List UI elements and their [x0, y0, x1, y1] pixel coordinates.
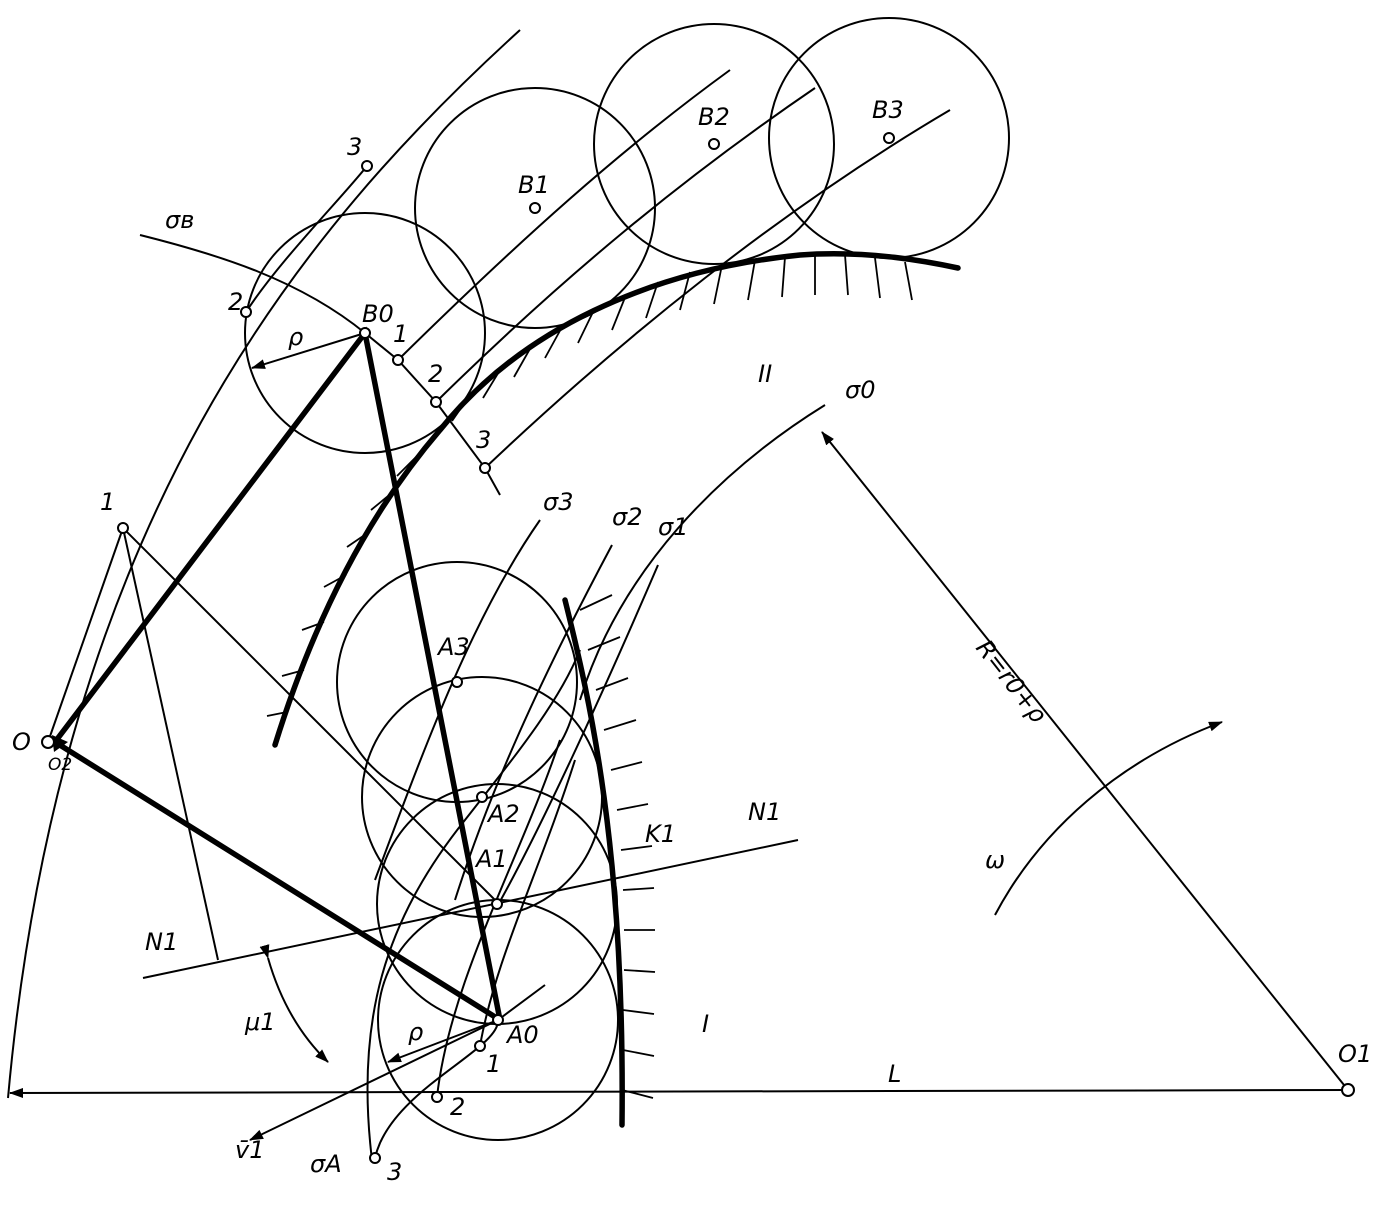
hatching-II	[266, 254, 913, 717]
hatching-I	[579, 594, 656, 1099]
label-sigma-1: σ1	[658, 513, 688, 541]
label-B2: B2	[698, 103, 730, 131]
omega-arc	[994, 721, 1223, 916]
point-a-3	[369, 1152, 381, 1164]
a-track-2	[436, 739, 561, 1098]
surface-II	[272, 251, 961, 748]
label-B0: B0	[362, 300, 394, 328]
surface-I	[562, 597, 625, 1128]
sigma-3-curve	[374, 519, 541, 881]
velocity-ext	[497, 984, 546, 1021]
rho-arrow-top	[251, 332, 366, 369]
sigma-0-arc	[579, 404, 826, 701]
normal-line-N1	[142, 839, 799, 979]
pivot-mark-O	[52, 735, 68, 752]
label-A1: A1	[474, 845, 508, 873]
label-L: L	[888, 1060, 901, 1088]
label-A3: A3	[436, 633, 470, 661]
label-O: O	[12, 728, 31, 756]
roller-circle-B0	[244, 212, 486, 454]
label-omega: ω	[985, 846, 1005, 874]
outer-arc	[7, 29, 521, 1099]
label-sigma-2: σ2	[612, 503, 642, 531]
label-v1: v̄1	[235, 1136, 264, 1164]
angle-arc-mu1	[259, 944, 329, 1063]
point-arc-1	[117, 522, 129, 534]
label-sigma-3: σ3	[543, 488, 573, 516]
point-O1	[1341, 1083, 1355, 1097]
label-mu1: μ1	[244, 1008, 276, 1036]
label-arc-3: 3	[347, 133, 362, 161]
track-arc-b3	[484, 109, 951, 469]
rho-arrow-bottom	[387, 1019, 499, 1063]
label-arc-1: 1	[100, 488, 115, 516]
track-arc-b2	[435, 87, 816, 403]
label-rho-top: ρ	[288, 323, 303, 351]
label-a-3: 3	[387, 1158, 402, 1186]
point-B1	[529, 202, 541, 214]
point-a-1	[474, 1040, 486, 1052]
label-rho-bottom: ρ	[408, 1018, 423, 1046]
point-arc-3	[361, 160, 373, 172]
construction-line-o	[47, 527, 124, 743]
point-b-2	[430, 396, 442, 408]
label-a-2: 2	[450, 1093, 465, 1121]
label-b-2: 2	[428, 360, 443, 388]
label-b-1: 1	[393, 320, 408, 348]
construction-line-1b	[122, 527, 501, 906]
label-K1: K1	[645, 820, 676, 848]
point-a-2	[431, 1091, 443, 1103]
points	[41, 132, 1355, 1164]
label-A2: A2	[486, 800, 520, 828]
label-N1-left: N1	[145, 928, 178, 956]
point-arc-2	[240, 306, 252, 318]
point-b-3	[479, 462, 491, 474]
roller-circle-B2	[593, 23, 835, 265]
radius-line	[821, 431, 1349, 1091]
label-I: I	[702, 1010, 709, 1038]
point-B3	[883, 132, 895, 144]
label-O2: O2	[48, 755, 72, 775]
point-A3	[451, 676, 463, 688]
sigma-a-curve	[366, 649, 581, 1161]
label-sigma-b: σв	[165, 206, 194, 234]
label-N1-right: N1	[748, 798, 781, 826]
point-B0	[359, 327, 371, 339]
label-B3: B3	[872, 96, 904, 124]
label-sigma-0: σ0	[845, 376, 875, 404]
sigma-1-curve	[497, 564, 659, 906]
point-A1	[491, 898, 503, 910]
point-A2	[476, 791, 488, 803]
label-b-3: 3	[476, 426, 491, 454]
roller-circle-B1	[414, 87, 656, 329]
baseline-L	[9, 1087, 1349, 1098]
a-track-3	[374, 1019, 500, 1159]
label-A0: A0	[505, 1021, 539, 1049]
label-II: II	[758, 360, 772, 388]
label-B1: B1	[518, 171, 550, 199]
point-O	[41, 735, 55, 749]
point-b-1	[392, 354, 404, 366]
velocity-line	[249, 1019, 499, 1141]
label-O1: O1	[1338, 1040, 1372, 1068]
track-arc-b1	[397, 69, 731, 361]
sigma-b-curve	[139, 234, 501, 496]
point-A0	[492, 1014, 504, 1026]
label-radius-formula: R=r0+ρ	[970, 634, 1052, 728]
label-a-1: 1	[486, 1050, 501, 1078]
point-B2	[708, 138, 720, 150]
construction-line-1a	[122, 527, 219, 961]
label-arc-2: 2	[228, 288, 243, 316]
link-O-B0-A0	[50, 326, 503, 1023]
label-sigma-a: σA	[310, 1150, 342, 1178]
track-arc-outer	[245, 165, 368, 313]
